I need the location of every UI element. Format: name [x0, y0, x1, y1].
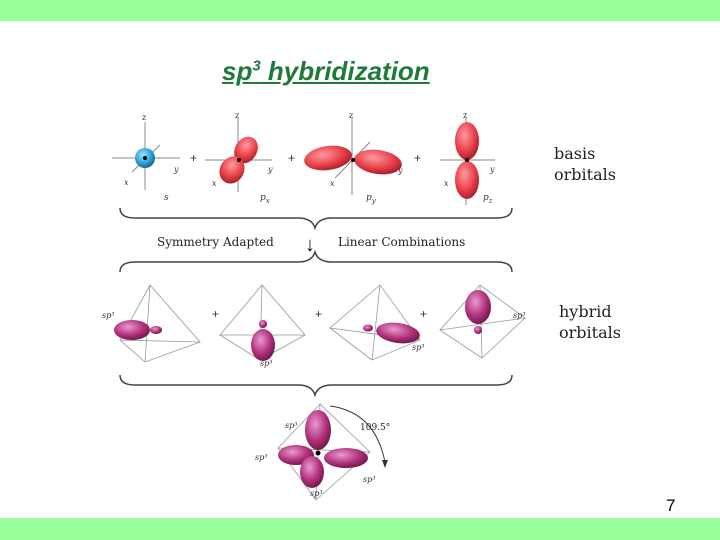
brace-hybrid [119, 374, 513, 398]
basis-heading-line2: orbitals [554, 165, 616, 184]
plus-sign: + [315, 307, 322, 321]
basis-orbital-py: z x y py [304, 111, 403, 205]
axis-y-label: y [173, 165, 179, 174]
brace-basis [119, 207, 513, 231]
orbital-label-px: px [260, 193, 270, 205]
basis-orbital-px: z x y px [205, 111, 273, 205]
axis-z-label: z [142, 113, 146, 122]
hybrid-heading-line2: orbitals [559, 323, 621, 342]
axis-x-label: x [330, 179, 335, 188]
hybrid-orbital-2: sp³ [219, 284, 306, 368]
orbital-subscript-z: z [488, 197, 493, 205]
orbital-label-py: py [366, 193, 377, 205]
basis-orbital-pz: z x y pz [440, 111, 495, 205]
hybrid-label-sp3: sp³ [285, 421, 297, 430]
hybrid-label-sp3: sp³ [513, 311, 525, 320]
hybrid-orbital-3: sp³ [329, 284, 424, 361]
orbital-label-pz: pz [483, 193, 493, 205]
plus-sign: + [190, 151, 197, 165]
axis-z-label: z [349, 111, 353, 120]
axis-y-label: y [397, 166, 403, 175]
salc-left-label: Symmetry Adapted [157, 235, 274, 249]
plus-sign: + [212, 307, 219, 321]
down-arrow-icon: ↓ [305, 234, 315, 256]
basis-heading-line1: basis [554, 144, 595, 163]
angle-arc [329, 405, 386, 463]
basis-orbital-s: z x y s [112, 113, 180, 203]
slide-title: sp3 hybridization [222, 56, 430, 87]
axis-y-label: y [267, 165, 273, 174]
bond-angle-label: 109.5° [360, 423, 390, 433]
plus-sign: + [414, 151, 421, 165]
plus-sign: + [288, 151, 295, 165]
orbital-label-p: p [260, 193, 266, 203]
axis-z-label: z [463, 111, 467, 120]
hybrid-label-sp3: sp³ [363, 475, 375, 484]
plus-sign: + [420, 307, 427, 321]
hybrid-orbital-4: sp³ [438, 284, 527, 359]
axis-x-label: x [124, 178, 129, 187]
hybrid-label-sp3: sp³ [255, 453, 267, 462]
orbital-label-s: s [164, 193, 169, 203]
orbital-label-p: p [366, 193, 372, 203]
axis-x-label: x [444, 179, 449, 188]
hybrid-label-sp3: sp³ [102, 311, 114, 320]
title-sp: sp [222, 56, 253, 86]
title-superscript: 3 [252, 57, 261, 75]
brace-salc [119, 249, 513, 273]
sp3-combined-set: 109.5° sp³ sp³ sp³ sp³ [255, 403, 390, 501]
top-band [0, 0, 720, 21]
hybrid-orbital-1: sp³ [102, 284, 201, 363]
orbital-label-p: p [483, 193, 489, 203]
title-rest: hybridization [260, 56, 430, 86]
hybrid-heading-line1: hybrid [559, 302, 612, 321]
hybrid-label-sp3: sp³ [260, 359, 272, 368]
axis-z-label: z [235, 111, 239, 120]
page-number: 7 [666, 496, 676, 515]
axis-y-label: y [489, 165, 495, 174]
axis-x-label: x [212, 179, 217, 188]
salc-right-label: Linear Combinations [338, 235, 465, 249]
bottom-band [0, 518, 720, 540]
hybrid-label-sp3: sp³ [412, 343, 424, 352]
hybrid-label-sp3: sp³ [310, 489, 322, 498]
orbital-subscript-x: x [266, 197, 270, 205]
orbital-subscript-y: y [371, 197, 377, 205]
